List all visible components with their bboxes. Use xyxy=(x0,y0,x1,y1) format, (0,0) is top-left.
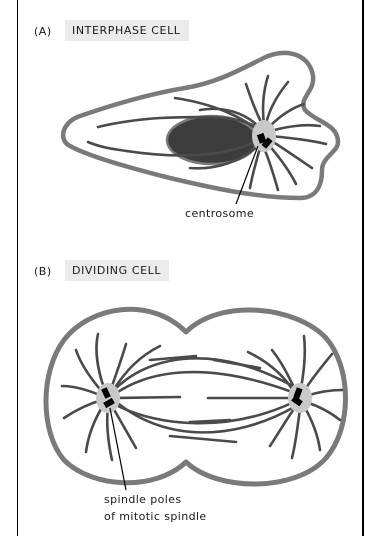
right-spindle-pole xyxy=(288,383,312,413)
left-spindle-pole xyxy=(96,383,120,413)
interphase-cell xyxy=(63,53,338,204)
spindle-poles-label-line-1: spindle poles xyxy=(104,492,182,508)
centrosome-label: centrosome xyxy=(185,206,254,222)
spindle-pole-pointer-line xyxy=(110,408,126,490)
dividing-cell xyxy=(46,309,346,490)
spindle-poles-label-line-2: of mitotic spindle xyxy=(104,509,207,525)
